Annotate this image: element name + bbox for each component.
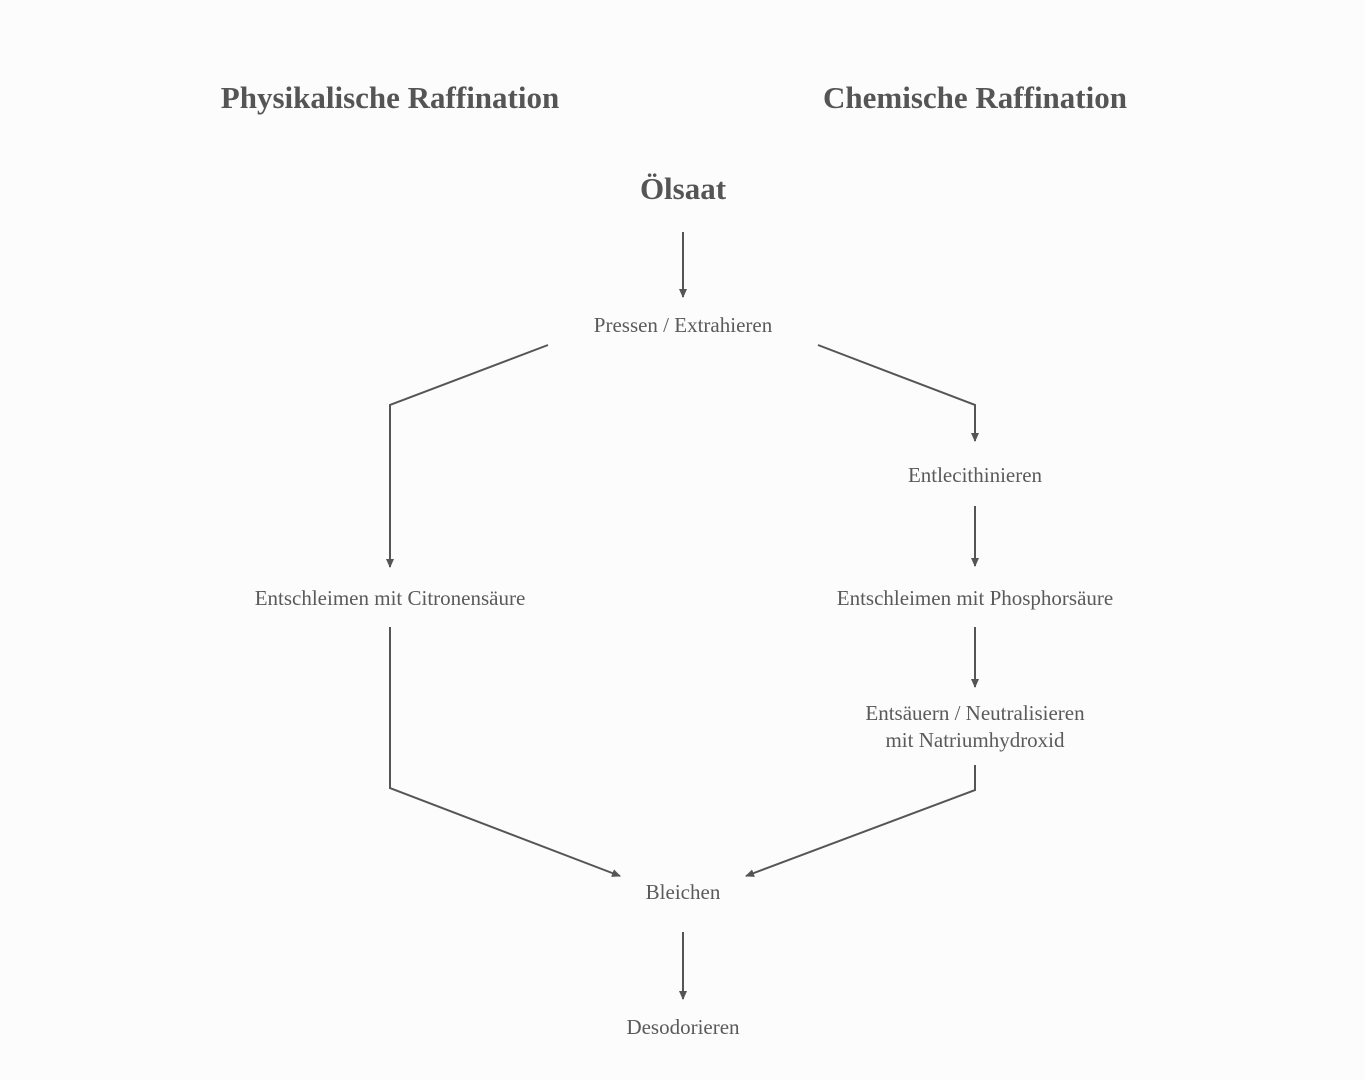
node-neutralization-line1: Entsäuern / Neutralisieren xyxy=(865,701,1085,725)
arrow-degum-citric-to-bleaching xyxy=(389,627,621,877)
node-oilseed: Ölsaat xyxy=(639,171,727,206)
arrow-press-to-delecithination xyxy=(817,344,979,442)
node-degumming-phosphoric: Entschleimen mit Phosphorsäure xyxy=(836,586,1114,610)
node-neutralization: Entsäuern / Neutralisieren mit Natriumhy… xyxy=(865,700,1084,754)
arrow-press-to-degum-citric xyxy=(386,344,549,568)
heading-physical-refining: Physikalische Raffination xyxy=(220,80,560,115)
node-delecithination: Entlecithinieren xyxy=(907,463,1043,487)
node-bleaching: Bleichen xyxy=(645,880,721,904)
node-deodorizing: Desodorieren xyxy=(626,1015,740,1039)
heading-chemical-refining: Chemische Raffination xyxy=(823,80,1127,115)
node-neutralization-line2: mit Natriumhydroxid xyxy=(885,728,1065,752)
node-press-extract: Pressen / Extrahieren xyxy=(593,313,773,337)
arrow-neutralization-to-bleaching xyxy=(745,765,976,877)
node-degumming-citric: Entschleimen mit Citronensäure xyxy=(254,586,526,610)
